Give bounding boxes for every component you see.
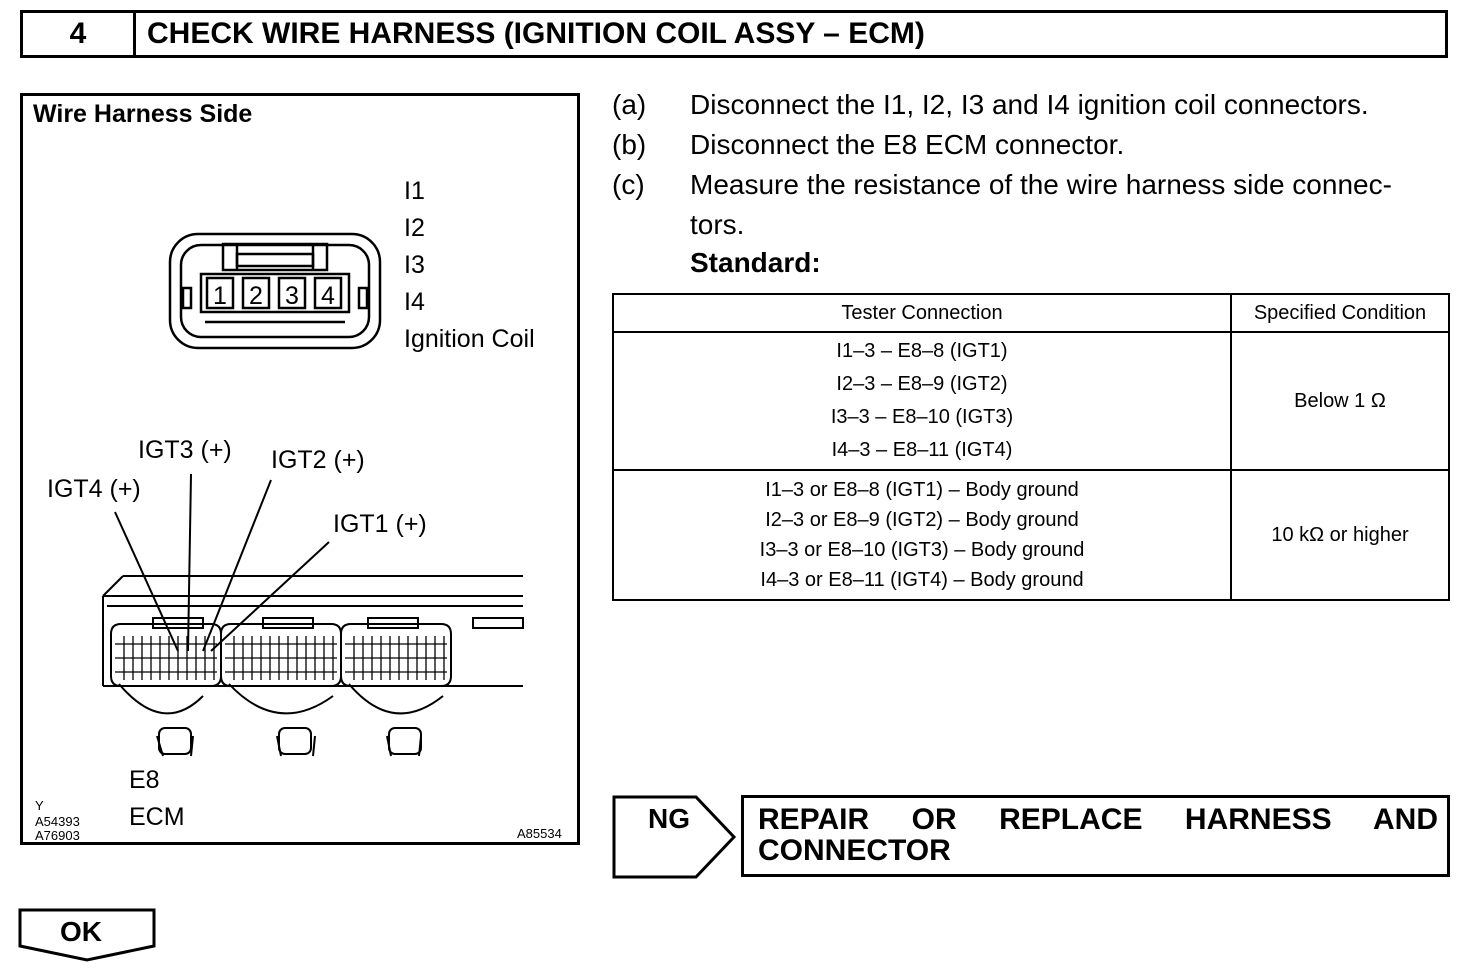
figure-title: Wire Harness Side [33,100,253,128]
connector-label-i3: I3 [404,251,425,279]
step-text-line2: tors. [690,209,745,240]
tester-connection-cell: I1–3 – E8–8 (IGT1) I2–3 – E8–9 (IGT2) I3… [612,331,1232,471]
connection-line: I4–3 or E8–11 (IGT4) – Body ground [760,569,1084,591]
step-letter: (c) [612,169,645,200]
specified-condition-cell: Below 1 Ω [1230,331,1450,471]
ecm-connector-drawing [102,575,524,757]
e8-label: E8 [129,766,160,794]
table-row: I1–3 or E8–8 (IGT1) – Body ground I2–3 o… [612,469,1450,601]
header-tester-connection: Tester Connection [612,293,1232,333]
ecm-label: ECM [129,803,185,831]
connector-label-i4: I4 [404,288,425,316]
step-text: Disconnect the I1, I2, I3 and I4 ignitio… [690,89,1369,120]
step-text-line1: Measure the resistance of the wire harne… [690,169,1392,200]
code-a76903: A76903 [35,828,80,842]
pin-label: 1 [213,282,227,310]
specified-condition-cell: 10 kΩ or higher [1230,469,1450,601]
spec-table: Tester Connection Specified Condition I1… [612,293,1450,601]
ng-arrow-box [612,795,737,879]
code-a85534: A85534 [517,826,562,841]
pin-label: 3 [285,282,299,310]
connector-illustration: 1 2 3 4 I1 I2 I3 I4 Ignition Coil IGT3 (… [35,177,562,842]
code-a54393: A54393 [35,814,80,829]
connection-line: I3–3 or E8–10 (IGT3) – Body ground [759,539,1085,561]
connection-line: I1–3 – E8–8 (IGT1) [836,340,1008,362]
standard-label: Standard: [690,247,821,278]
step-number: 4 [23,13,136,55]
connector-label-i1: I1 [404,177,425,205]
igt3-label: IGT3 (+) [138,436,232,464]
pin-label: 2 [249,282,263,310]
igt4-label: IGT4 (+) [47,475,141,503]
ng-action-box: REPAIR OR REPLACE HARNESS AND CONNECTOR [741,795,1450,877]
connection-line: I2–3 – E8–9 (IGT2) [836,373,1008,395]
igt1-label: IGT1 (+) [333,510,427,538]
tester-connection-cell: I1–3 or E8–8 (IGT1) – Body ground I2–3 o… [612,469,1232,601]
pin-label: 4 [321,282,335,310]
wire-harness-figure: 1 2 3 4 I1 I2 I3 I4 Ignition Coil IGT3 (… [20,93,580,845]
ng-action-text: REPAIR OR REPLACE HARNESS AND CONNECTOR [758,803,1438,867]
ignition-coil-label: Ignition Coil [404,325,535,353]
connection-line: I3–3 – E8–10 (IGT3) [830,406,1014,428]
step-letter: (b) [612,129,647,160]
ok-label: OK [60,916,102,947]
connection-line: I1–3 or E8–8 (IGT1) – Body ground [765,479,1079,501]
connection-line: I2–3 or E8–9 (IGT2) – Body ground [765,509,1079,531]
ng-label: NG [648,803,690,834]
table-row: I1–3 – E8–8 (IGT1) I2–3 – E8–9 (IGT2) I3… [612,331,1450,471]
ignition-coil-connector-drawing [168,232,382,350]
table-header-row: Tester Connection Specified Condition [612,293,1450,333]
step-text: Disconnect the E8 ECM connector. [690,129,1125,160]
step-header: 4 CHECK WIRE HARNESS (IGNITION COIL ASSY… [20,10,1448,58]
connector-label-i2: I2 [404,214,425,242]
step-title: CHECK WIRE HARNESS (IGNITION COIL ASSY –… [147,17,925,50]
step-letter: (a) [612,89,647,120]
ok-arrow-box [18,908,156,962]
code-y: Y [35,798,44,813]
connection-line: I4–3 – E8–11 (IGT4) [831,439,1013,461]
header-specified-condition: Specified Condition [1230,293,1450,333]
igt2-label: IGT2 (+) [271,446,365,474]
